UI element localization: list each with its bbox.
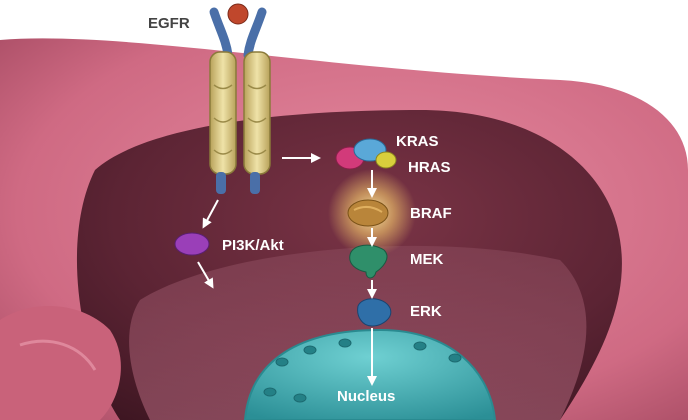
- label-hras: HRAS: [408, 159, 451, 176]
- label-braf: BRAF: [410, 205, 452, 222]
- membrane-lower-left: [0, 306, 121, 420]
- egfr-receptor: [209, 3, 271, 194]
- label-pi3k: PI3K/Akt: [222, 237, 284, 254]
- label-kras: KRAS: [396, 133, 439, 150]
- braf-protein: [347, 199, 389, 227]
- label-erk: ERK: [410, 303, 442, 320]
- egf-ligand: [227, 3, 249, 25]
- label-egfr: EGFR: [148, 15, 190, 32]
- label-nucleus: Nucleus: [337, 388, 395, 405]
- label-mek: MEK: [410, 251, 444, 268]
- pathway-arrows: [197, 153, 377, 386]
- pi3k-protein: [174, 232, 210, 256]
- arrow-egfr-to-pi3k: [202, 199, 219, 229]
- hras-yellow-domain: [375, 151, 397, 169]
- arrow-pi3k-down: [197, 261, 214, 289]
- nuclear-pores: [263, 338, 462, 403]
